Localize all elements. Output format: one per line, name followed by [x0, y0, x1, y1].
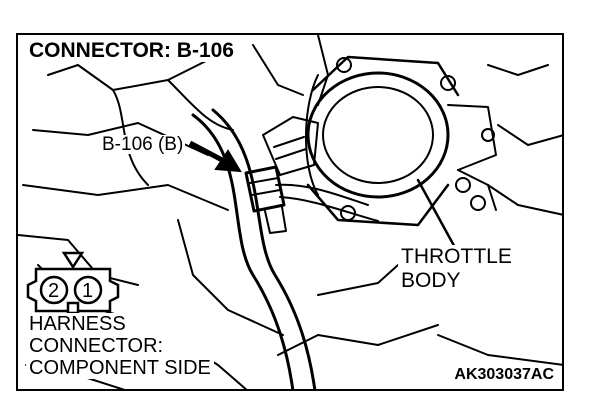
connector-title: CONNECTOR: B-106 — [26, 39, 237, 62]
figure-code: AK303037AC — [452, 366, 556, 383]
harness-connector-view-label: HARNESS CONNECTOR: COMPONENT SIDE — [26, 313, 214, 379]
harness-label-line3: COMPONENT SIDE — [29, 357, 211, 379]
connector-pin-2: 2 — [48, 280, 60, 302]
engine-bay-illustration — [18, 35, 562, 389]
throttle-body-label-line1: THROTTLE — [401, 245, 512, 268]
harness-label-line1: HARNESS — [29, 313, 126, 335]
connector-callout-label: B-106 (B) — [100, 134, 186, 155]
throttle-body-label: THROTTLE BODY — [398, 245, 515, 293]
connector-pin-1: 1 — [82, 280, 94, 302]
harness-label-line2: CONNECTOR: — [29, 335, 164, 357]
throttle-body-label-line2: BODY — [401, 269, 461, 292]
diagram-frame: CONNECTOR: B-106 B-106 (B) THROTTLE BODY… — [16, 33, 564, 391]
